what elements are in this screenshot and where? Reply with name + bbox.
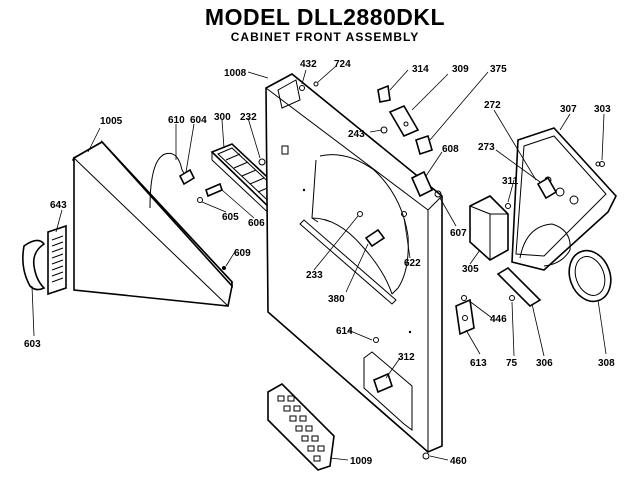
vent-plate: [47, 224, 67, 296]
label-232: 232: [240, 112, 257, 123]
part-232: [258, 158, 266, 166]
assembly-subtitle: CABINET FRONT ASSEMBLY: [230, 30, 420, 44]
bottom-grille: [267, 383, 335, 471]
door-handle: [22, 239, 46, 291]
label-1009: 1009: [350, 456, 373, 467]
screw-75: [509, 295, 515, 301]
part-375: [415, 134, 433, 156]
label-314: 314: [412, 64, 429, 75]
clip-604: [178, 168, 196, 186]
label-306: 306: [536, 358, 553, 369]
label-243: 243: [348, 129, 365, 140]
label-307: 307: [560, 104, 577, 115]
screw-609: [222, 266, 226, 270]
door-panel: [73, 140, 233, 307]
label-380: 380: [328, 294, 345, 305]
foot-460: [422, 452, 430, 460]
label-305: 305: [462, 264, 479, 275]
switch-309: [388, 104, 420, 138]
label-613: 613: [470, 358, 487, 369]
label-272: 272: [484, 100, 501, 111]
front-panel: [265, 73, 443, 453]
part-273: [536, 176, 558, 200]
label-75: 75: [506, 358, 518, 369]
model-title: MODEL DLL2880DKL: [204, 4, 446, 30]
label-614: 614: [336, 326, 353, 337]
part-312: [373, 372, 393, 394]
label-233: 233: [306, 270, 323, 281]
label-303: 303: [594, 104, 611, 115]
screw-303: [599, 161, 605, 167]
screw-432: [299, 85, 305, 91]
label-460: 460: [450, 456, 467, 467]
label-607: 607: [450, 228, 467, 239]
screw-607: [434, 190, 442, 198]
label-643: 643: [50, 200, 67, 211]
control-box: [469, 195, 509, 261]
rear-bulkhead: [511, 127, 617, 271]
part-380: [364, 228, 386, 248]
screw-311: [505, 203, 511, 209]
screw-605: [197, 197, 203, 203]
label-1008: 1008: [224, 68, 247, 79]
part-labels: 1008 432 724 314 309 375 1005 610 604 30…: [24, 59, 615, 467]
screw-724: [313, 81, 319, 87]
screw-622: [401, 211, 407, 217]
label-446: 446: [490, 314, 507, 325]
label-1005: 1005: [100, 116, 123, 127]
part-608: [410, 170, 434, 198]
label-622: 622: [404, 258, 421, 269]
leader-lines: [31, 65, 607, 461]
bracket-613: [455, 298, 475, 336]
label-603: 603: [24, 339, 41, 350]
label-608: 608: [442, 144, 459, 155]
label-610: 610: [168, 115, 185, 126]
label-308: 308: [598, 358, 615, 369]
bracket-306: [496, 266, 542, 308]
seal-ring: [568, 249, 612, 303]
screw-614: [373, 337, 379, 343]
label-606: 606: [248, 218, 265, 229]
screw-233: [357, 211, 363, 217]
screw-446: [461, 295, 467, 301]
bracket-606: [205, 182, 223, 198]
part-314: [377, 84, 391, 103]
label-300: 300: [214, 112, 231, 123]
label-312: 312: [398, 352, 415, 363]
label-375: 375: [490, 64, 507, 75]
label-311: 311: [502, 176, 519, 187]
label-604: 604: [190, 115, 207, 126]
label-605: 605: [222, 212, 239, 223]
label-273: 273: [478, 142, 495, 153]
label-432: 432: [300, 59, 317, 70]
label-309: 309: [452, 64, 469, 75]
label-609: 609: [234, 248, 251, 259]
label-724: 724: [334, 59, 351, 70]
